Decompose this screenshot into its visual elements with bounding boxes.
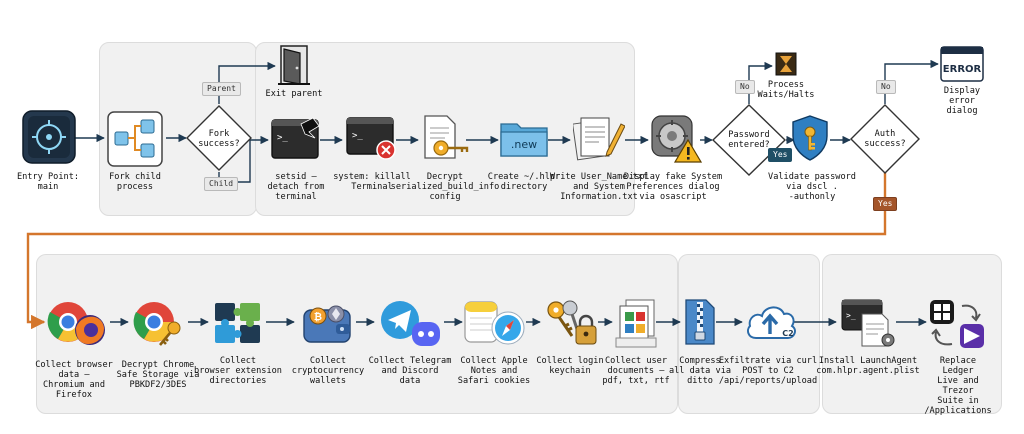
entry-point-label: Entry Point: main (16, 172, 80, 192)
chrome-firefox-icon (44, 298, 110, 348)
svg-text:>_: >_ (846, 311, 856, 320)
chrome-key-icon (130, 298, 188, 348)
password-diamond (711, 104, 787, 176)
parent-tag: Parent (202, 82, 241, 96)
fork-success-text: Fork success? (198, 129, 240, 149)
entry-point-icon (22, 110, 76, 164)
crypto-wallet-icon: ₿ (300, 300, 356, 346)
error-dialog-label: Display error dialog (943, 86, 981, 116)
folder-new-text: .new (511, 138, 537, 151)
wallets-label: Collect cryptocurrency wallets (291, 356, 365, 386)
auth-success-text: Auth success? (864, 129, 906, 149)
svg-text:₿: ₿ (314, 311, 322, 323)
auth-yes-tag: Yes (873, 197, 898, 211)
keychain-label: Collect login keychain (536, 356, 604, 376)
compress-label: Compress all data via ditto (668, 356, 732, 386)
killall-terminal-icon: >_ (346, 116, 398, 162)
zip-archive-icon (684, 298, 716, 346)
exfil-label: Exfiltrate via curl POST to C2 /api/repo… (718, 356, 818, 386)
telegram-discord-label: Collect Telegram and Discord data (368, 356, 452, 386)
folder-icon: .new (499, 118, 549, 158)
validate-label: Validate password via dscl . -authonly (768, 172, 856, 202)
svg-text:>_: >_ (277, 133, 288, 143)
fake-dialog-label: Display fake System Preferences dialog v… (623, 172, 723, 202)
launch-agent-label: Install LaunchAgent com.hlpr.agent.plist (816, 356, 920, 376)
fork-process-icon (107, 111, 163, 167)
child-tag: Child (204, 177, 239, 191)
decrypt-config-label: Decrypt serialized_build_info config (390, 172, 500, 202)
write-files-label: Write User_Name.txt and System Informati… (549, 172, 649, 202)
exit-parent-label: Exit parent (265, 89, 323, 99)
ledger-label: Replace Ledger Live and Trezor Suite in … (924, 356, 992, 416)
fork-process-label: Fork child process (109, 172, 161, 192)
setsid-terminal-icon: >_ (271, 116, 321, 162)
svg-text:>_: >_ (352, 131, 363, 141)
replace-apps-icon (928, 298, 986, 350)
browser-data-label: Collect browser data – Chromium and Fire… (35, 360, 113, 400)
error-window-icon: ERROR (940, 46, 984, 82)
killall-label: system: killall Terminal (333, 172, 411, 192)
error-text: ERROR (943, 64, 982, 75)
cloud-upload-icon: C2 (744, 300, 798, 344)
system-preferences-icon (650, 114, 703, 164)
documents-icon (614, 298, 658, 348)
shield-key-icon (790, 114, 830, 162)
puzzle-extensions-icon (212, 300, 264, 346)
keychain-icon (542, 298, 598, 348)
extensions-label: Collect browser extension directories (194, 356, 282, 386)
launch-agent-icon: >_ (840, 298, 898, 348)
arrow-auth-yes-loop (26, 172, 887, 330)
hourglass-icon (775, 52, 797, 76)
process-waits-label: Process Waits/Halts (757, 80, 815, 100)
telegram-discord-icon (378, 298, 444, 348)
write-files-icon (572, 114, 626, 162)
setsid-label: setsid – detach from terminal (267, 172, 325, 202)
fork-success-diamond (186, 105, 252, 171)
password-no-tag: No (735, 80, 755, 94)
c2-text: C2 (782, 329, 793, 338)
create-dir-label: Create ~/.hlpr directory (487, 172, 561, 192)
password-entered-text: Password entered? (728, 130, 770, 150)
notes-safari-label: Collect Apple Notes and Safari cookies (457, 356, 531, 386)
notes-safari-icon (462, 298, 526, 348)
chrome-safe-label: Decrypt Chrome Safe Storage via PBKDF2/3… (116, 360, 200, 390)
exit-door-icon (278, 44, 310, 86)
auth-no-tag: No (876, 80, 896, 94)
auth-diamond (850, 104, 920, 174)
documents-label: Collect user documents – pdf, txt, rtf (602, 356, 670, 386)
password-yes-tag: Yes (768, 148, 793, 162)
decrypt-config-icon (421, 114, 469, 162)
